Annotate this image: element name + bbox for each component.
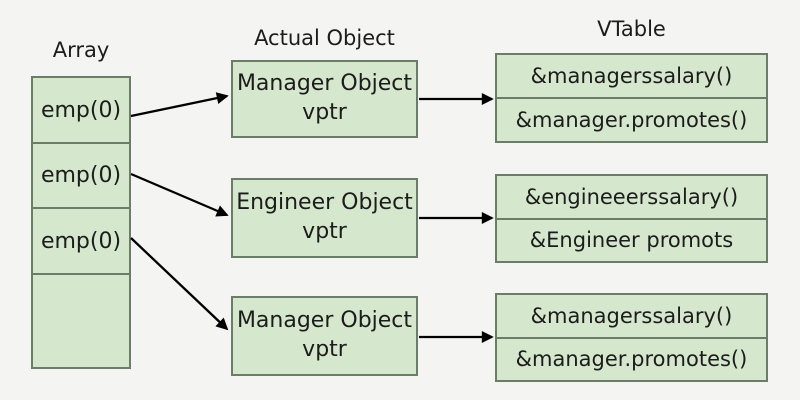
array-cell-empty xyxy=(33,275,129,367)
vtable-box-manager-1: &managerssalary() &manager.promotes() xyxy=(495,53,768,143)
vtable-box-manager-2: &managerssalary() &manager.promotes() xyxy=(495,293,768,382)
actual-object-column-title: Actual Object xyxy=(254,26,395,50)
array-cell: emp(0) xyxy=(33,78,129,144)
vtable-row: &managerssalary() xyxy=(497,295,766,339)
arrow-array1-to-object1 xyxy=(130,172,229,217)
arrow-array2-to-object2 xyxy=(130,237,229,331)
array-cell: emp(0) xyxy=(33,144,129,209)
vtable-row: &managerssalary() xyxy=(497,55,766,99)
object-box-engineer: Engineer Object vptr xyxy=(231,178,418,258)
vtable-column-title: VTable xyxy=(597,17,666,41)
object-box-label-line2: vptr xyxy=(302,337,347,362)
vtable-row: &manager.promotes() xyxy=(515,347,748,372)
object-box-label-line1: Manager Object xyxy=(236,308,413,334)
arrow-array0-to-object0 xyxy=(130,92,229,118)
array-cell: emp(0) xyxy=(33,209,129,275)
array-column-title: Array xyxy=(52,38,110,62)
vtable-row: &engineeerssalary() xyxy=(497,176,766,220)
object-box-label-line2: vptr xyxy=(302,100,347,125)
array-box: emp(0) emp(0) emp(0) xyxy=(31,76,131,369)
object-box-label-line1: Manager Object xyxy=(236,71,413,97)
vtable-box-engineer: &engineeerssalary() &Engineer promots xyxy=(495,174,768,263)
object-box-label-line2: vptr xyxy=(302,219,347,244)
object-box-manager-2: Manager Object vptr xyxy=(231,296,418,376)
object-box-manager-1: Manager Object vptr xyxy=(231,60,418,138)
object-box-label-line1: Engineer Object xyxy=(236,190,413,216)
vtable-row: &manager.promotes() xyxy=(515,108,748,132)
vtable-row: &Engineer promots xyxy=(529,228,734,253)
